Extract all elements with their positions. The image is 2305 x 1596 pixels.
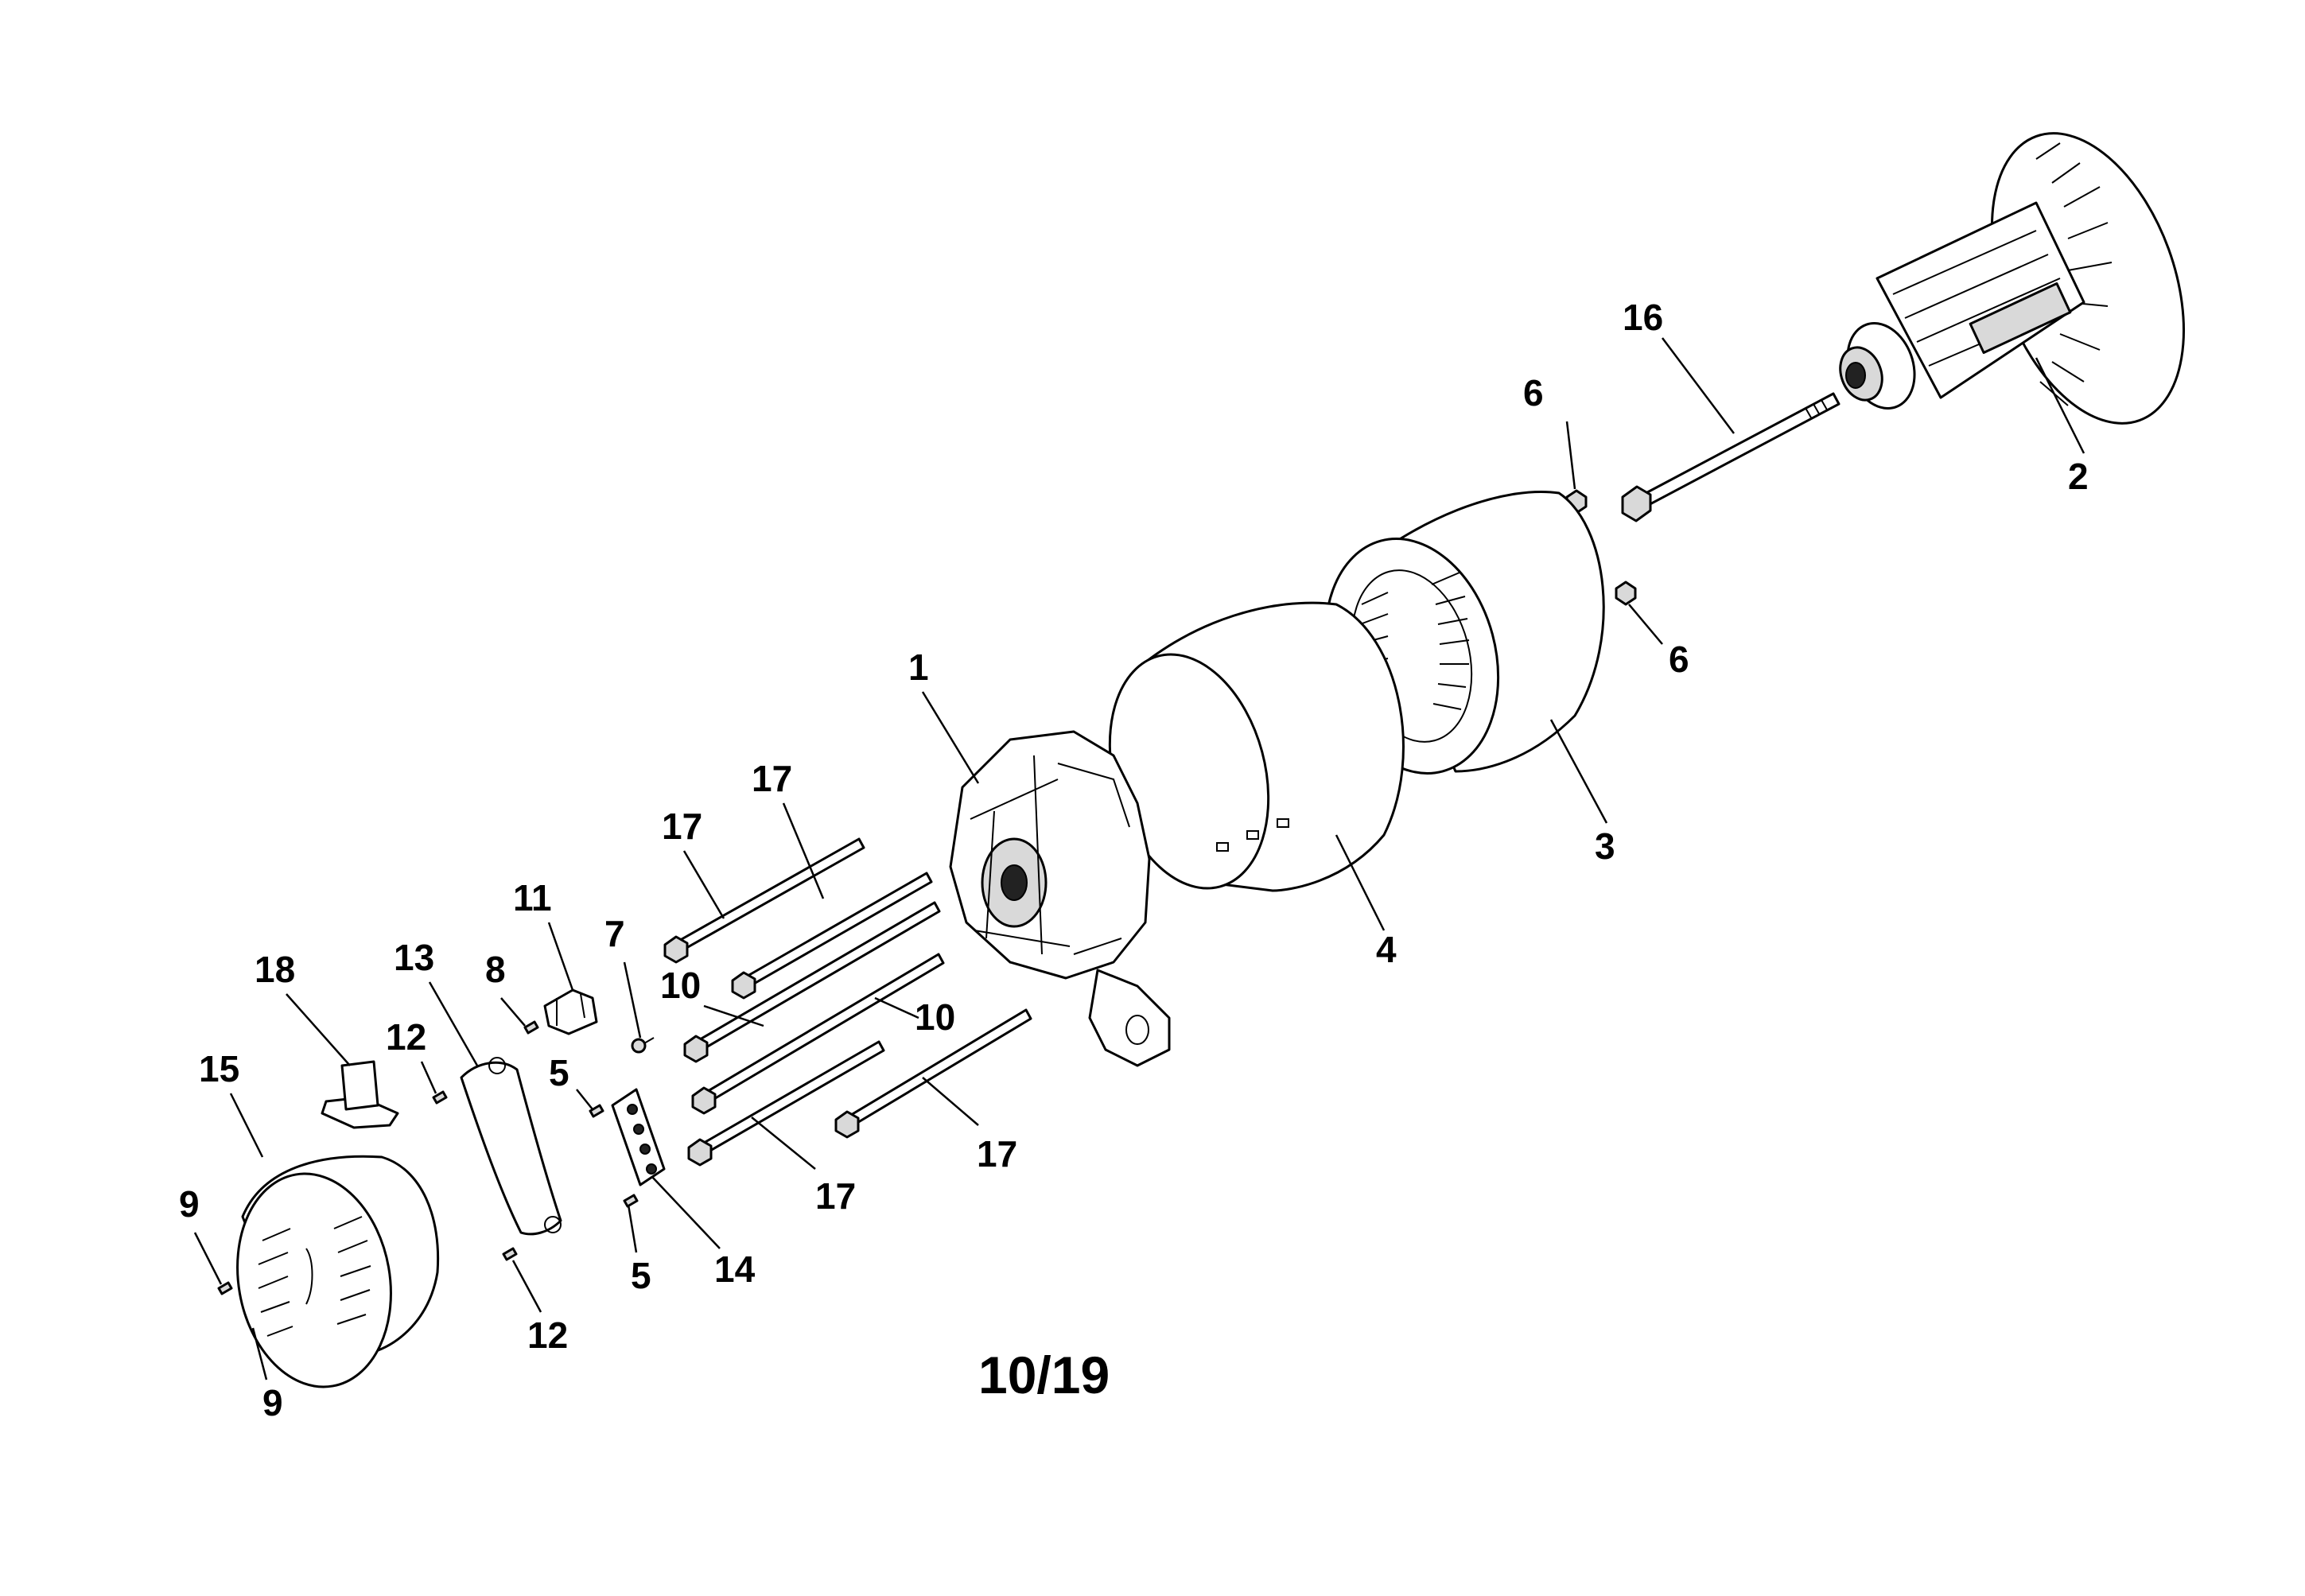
stator-cover bbox=[1108, 601, 1405, 892]
callout-5-lower: 5 bbox=[631, 1255, 651, 1296]
page-reference: 10/19 bbox=[978, 1346, 1110, 1404]
leader-lines bbox=[193, 337, 2085, 1380]
callout-11: 11 bbox=[513, 877, 552, 918]
callout-13: 13 bbox=[394, 937, 434, 978]
callout-17-top-mid: 17 bbox=[752, 758, 792, 799]
nut-lower bbox=[1615, 581, 1637, 606]
capacitor-block bbox=[321, 1060, 399, 1129]
callout-3: 3 bbox=[1595, 825, 1615, 867]
callout-labels: 1 2 3 4 5 5 6 6 7 8 9 9 10 10 11 12 12 1… bbox=[179, 297, 2089, 1423]
callout-5-upper: 5 bbox=[549, 1052, 569, 1093]
end-bracket bbox=[949, 730, 1171, 1067]
through-bolt-10-lower bbox=[691, 953, 945, 1115]
callout-17-lower-left: 17 bbox=[815, 1175, 856, 1217]
callout-7: 7 bbox=[604, 913, 625, 954]
callout-6-lower: 6 bbox=[1669, 639, 1689, 680]
terminal-block bbox=[611, 1088, 666, 1186]
callout-16: 16 bbox=[1623, 297, 1663, 338]
callout-17-top-left: 17 bbox=[662, 806, 702, 847]
through-bolt-10-upper bbox=[683, 901, 941, 1063]
screw-7 bbox=[631, 1037, 655, 1054]
callout-1: 1 bbox=[908, 647, 929, 688]
through-bolt-17-lower-right bbox=[834, 1008, 1032, 1139]
screw-5-lower bbox=[623, 1194, 639, 1208]
screw-5-upper bbox=[589, 1104, 604, 1118]
callout-6-upper: 6 bbox=[1523, 372, 1544, 414]
side-cover-plate bbox=[460, 1057, 562, 1236]
callout-17-lower-right: 17 bbox=[977, 1133, 1017, 1175]
callout-10-upper: 10 bbox=[660, 965, 701, 1006]
callout-2: 2 bbox=[2068, 456, 2089, 497]
callout-12-upper: 12 bbox=[386, 1016, 426, 1058]
callout-12-lower: 12 bbox=[527, 1314, 568, 1356]
through-bolt-17-top-mid bbox=[731, 872, 933, 1000]
through-bolt-17-top-left bbox=[663, 837, 865, 964]
callout-9-upper: 9 bbox=[179, 1183, 200, 1225]
screw-12-upper bbox=[432, 1090, 448, 1105]
screw-12-lower bbox=[502, 1247, 518, 1261]
rotor-through-bolt bbox=[1621, 392, 1841, 522]
rotor-assembly bbox=[1839, 132, 2186, 425]
rear-end-cover bbox=[236, 1155, 440, 1388]
through-bolt-17-lower-left bbox=[687, 1040, 885, 1167]
callout-14: 14 bbox=[714, 1248, 756, 1290]
brush-holder bbox=[543, 988, 598, 1035]
screw-8 bbox=[523, 1020, 539, 1035]
callout-9-lower: 9 bbox=[262, 1382, 283, 1423]
screw-9-upper bbox=[217, 1281, 233, 1295]
callout-18: 18 bbox=[255, 949, 295, 990]
callout-8: 8 bbox=[485, 949, 506, 990]
callout-4: 4 bbox=[1376, 929, 1397, 970]
callout-15: 15 bbox=[199, 1048, 239, 1089]
callout-10-lower: 10 bbox=[915, 996, 955, 1038]
